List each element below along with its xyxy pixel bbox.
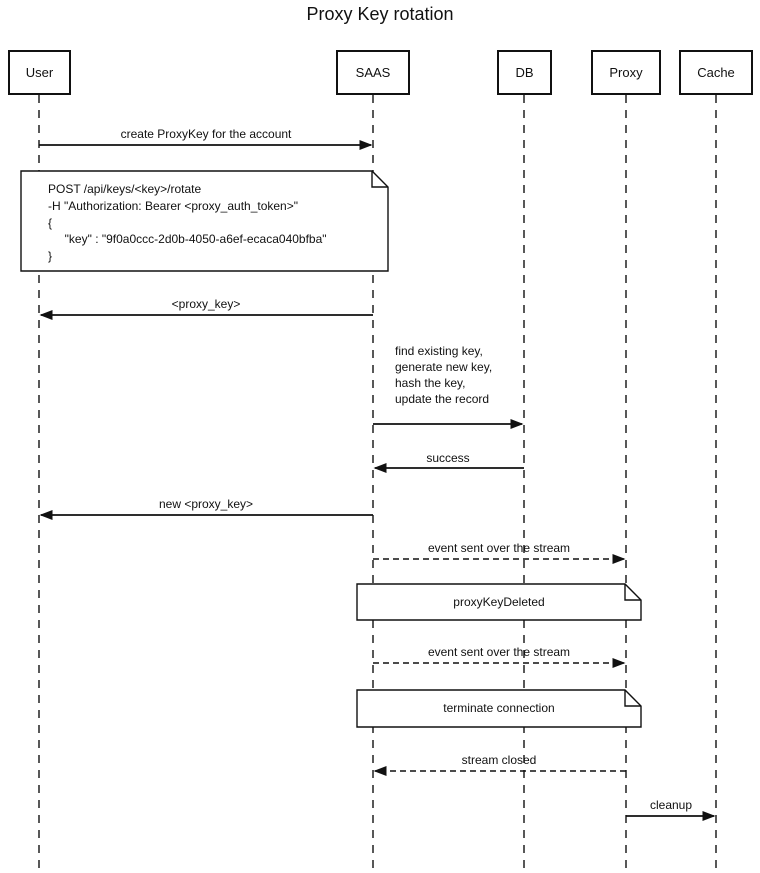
message-db-work: find existing key, generate new key, has… [395,344,493,406]
actor-saas: SAAS [336,50,410,95]
note-proxy-key-deleted: proxyKeyDeleted [453,595,545,609]
actor-cache: Cache [679,50,753,95]
message-event-stream-1: event sent over the stream [427,541,571,555]
actor-db: DB [497,50,552,95]
message-cleanup: cleanup [649,798,693,812]
note-rotate-request: POST /api/keys/<key>/rotate -H "Authoriz… [48,182,327,264]
message-create-proxykey: create ProxyKey for the account [120,127,292,141]
message-stream-closed: stream closed [461,753,537,767]
actor-user: User [8,50,71,95]
actor-cache-label: Cache [697,65,735,80]
diagram-title: Proxy Key rotation [306,4,454,24]
message-event-stream-2: event sent over the stream [427,645,571,659]
actor-proxy-label: Proxy [609,65,643,80]
note-proxy-key-deleted-shape [356,583,642,621]
note-terminate-connection: terminate connection [443,701,555,715]
message-proxy-key: <proxy_key> [171,297,241,311]
note-terminate-connection-shape [356,689,642,728]
message-new-proxy-key: new <proxy_key> [158,497,254,511]
actor-db-label: DB [515,65,534,80]
actor-proxy: Proxy [591,50,661,95]
note-rotate-request-shape [20,170,389,272]
actor-user-label: User [25,65,54,80]
message-success: success [426,451,470,465]
actor-saas-label: SAAS [355,65,391,80]
